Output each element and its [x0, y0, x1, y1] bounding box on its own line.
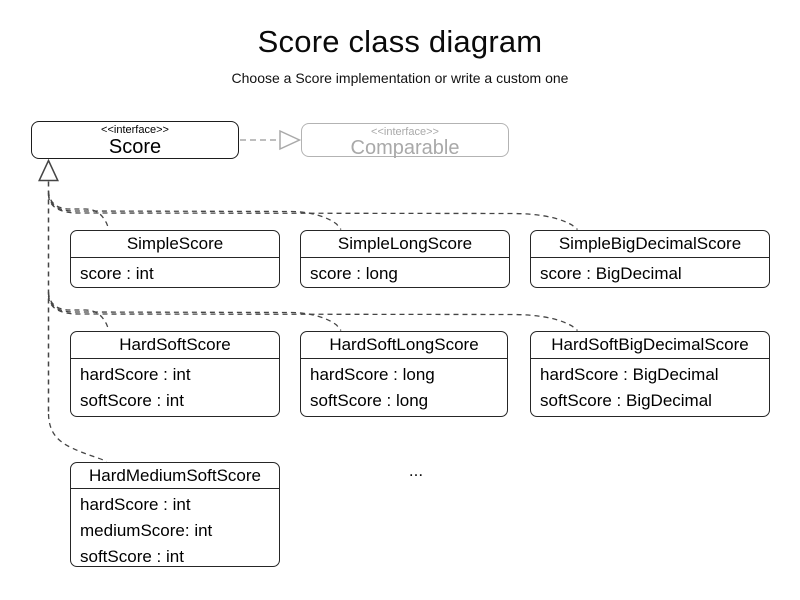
class-title: HardMediumSoftScore — [71, 463, 279, 489]
more-implementations-ellipsis: ... — [408, 461, 424, 480]
class-attribute: softScore : long — [310, 391, 429, 410]
class-attribute: score : long — [310, 264, 398, 283]
interface-box-score: <<interface>> Score — [31, 121, 239, 159]
class-attribute: hardScore : int — [80, 495, 191, 514]
class-title: HardSoftBigDecimalScore — [531, 332, 769, 359]
class-box-hardmediumsoftscore: HardMediumSoftScore hardScore : int medi… — [70, 462, 280, 567]
class-box-hardsoftlongscore: HardSoftLongScore hardScore : long softS… — [300, 331, 508, 417]
class-attribute: hardScore : long — [310, 365, 435, 384]
connector-hardsoftlongscore — [47, 293, 342, 331]
stereotype-label: <<interface>> — [371, 126, 439, 138]
connector-hardsoftscore — [47, 291, 110, 331]
class-box-simplescore: SimpleScore score : int — [70, 230, 280, 288]
class-attribute: softScore : int — [80, 547, 184, 566]
class-attribute: hardScore : BigDecimal — [540, 365, 719, 384]
class-attribute: score : BigDecimal — [540, 264, 682, 283]
class-attribute: softScore : BigDecimal — [540, 391, 712, 410]
interface-name: Score — [108, 136, 162, 158]
interface-box-comparable: <<interface>> Comparable — [301, 123, 509, 159]
class-box-hardsoftscore: HardSoftScore hardScore : int softScore … — [70, 331, 280, 417]
page-title: Score class diagram — [257, 24, 543, 59]
realization-arrowhead-right-icon — [279, 129, 302, 151]
class-title: HardSoftLongScore — [301, 332, 507, 359]
connector-hardmediumsoftscore — [47, 413, 107, 463]
stereotype-label: <<interface>> — [101, 124, 169, 136]
class-title: HardSoftScore — [71, 332, 279, 359]
class-attribute: score : int — [80, 264, 154, 283]
connector-hardsoftbigdecimalscore — [47, 295, 578, 332]
class-box-simplelongscore: SimpleLongScore score : long — [300, 230, 510, 288]
class-title: SimpleScore — [71, 231, 279, 258]
connector-simplelongscore — [47, 192, 342, 230]
connector-simplescore — [47, 190, 110, 230]
connector-simplebigdecimalscore — [47, 194, 578, 231]
page-subtitle: Choose a Score implementation or write a… — [231, 70, 569, 86]
interface-name: Comparable — [350, 137, 460, 159]
class-title: SimpleBigDecimalScore — [531, 231, 769, 258]
class-box-simplebigdecimalscore: SimpleBigDecimalScore score : BigDecimal — [530, 230, 770, 288]
class-attribute: hardScore : int — [80, 365, 191, 384]
class-title: SimpleLongScore — [301, 231, 509, 258]
realization-arrowhead-up-icon — [38, 158, 59, 182]
class-attribute: softScore : int — [80, 391, 184, 410]
class-attribute: mediumScore: int — [80, 521, 213, 540]
class-box-hardsoftbigdecimalscore: HardSoftBigDecimalScore hardScore : BigD… — [530, 331, 770, 417]
